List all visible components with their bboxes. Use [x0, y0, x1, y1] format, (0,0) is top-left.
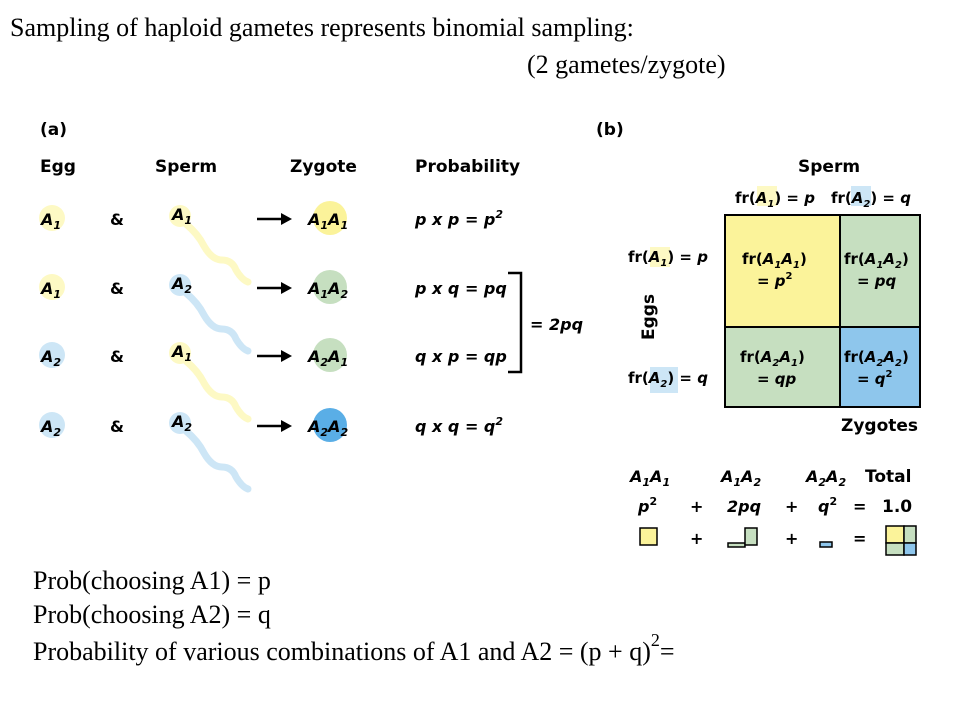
cell-a2a1: [724, 326, 841, 408]
note-prob-a2: Prob(choosing A2) = q: [33, 600, 271, 629]
plus-sign: +: [785, 529, 798, 548]
sperm-axis-title: Sperm: [798, 157, 860, 177]
cell-a1a1-value: = p2: [757, 271, 793, 290]
note-combinations: Probability of various combinations of A…: [33, 630, 675, 669]
square-pq-icon: [744, 527, 758, 546]
cell-a1a1: [724, 214, 841, 328]
sperm-allele-label: A2: [170, 274, 192, 296]
summary-genotype-a1a1: A1A1: [628, 467, 670, 489]
row-probability: p x q = pq: [414, 279, 507, 298]
arrowhead-icon: [281, 420, 292, 432]
highlight: [851, 186, 871, 206]
highlight: [650, 247, 670, 267]
note-exponent: 2: [650, 630, 660, 650]
total-square-icon: [885, 525, 917, 556]
panel-b-label: (b): [596, 120, 624, 140]
arrowhead-icon: [281, 350, 292, 362]
sperm-allele-label: A1: [170, 205, 192, 227]
sperm-freq-a2: fr(A2) = q: [831, 189, 911, 210]
bracket-label: = 2pq: [530, 315, 583, 334]
row-probability: p x p = p2: [414, 208, 503, 229]
summary-freq-2pq: 2pq: [727, 497, 761, 516]
summary-freq-q2: q2: [818, 495, 837, 516]
zygote-genotype: A1A2: [306, 279, 348, 301]
zygote-genotype: A2A2: [306, 417, 348, 439]
egg-gamete: [39, 342, 65, 368]
sperm-freq-a1: fr(A1) = p: [735, 189, 815, 210]
zygote: [313, 270, 347, 304]
ampersand: &: [110, 417, 124, 436]
sperm-column-header: Sperm: [155, 157, 217, 177]
arrowhead-icon: [281, 282, 292, 294]
sperm-allele-label: A2: [170, 412, 192, 434]
eggs-axis-title: Eggs: [639, 294, 659, 340]
summary-genotype-a2a2: A2A2: [804, 467, 846, 489]
slide-subtitle: (2 gametes/zygote): [527, 50, 726, 79]
zygote-genotype: A1A1: [306, 210, 348, 232]
plus-sign: +: [690, 497, 703, 516]
zygote: [313, 201, 347, 235]
zygote: [313, 408, 347, 442]
highlight: [757, 186, 777, 206]
bracket: [508, 271, 523, 374]
equals-sign: =: [853, 497, 866, 516]
arrowhead-icon: [281, 213, 292, 225]
cross-row: A1 & A2 A1A2 p x q = pq: [39, 270, 507, 355]
ampersand: &: [110, 279, 124, 298]
plus-sign: +: [690, 529, 703, 548]
cell-a1a2: [839, 214, 921, 328]
note-equals: =: [659, 637, 675, 666]
egg-freq-a2: fr(A2) = q: [628, 369, 708, 390]
cell-a2a2: [839, 326, 921, 408]
square-p2-icon: [639, 527, 658, 546]
cell-a2a2-value: = q2: [857, 369, 893, 388]
ampersand: &: [110, 210, 124, 229]
probability-column-header: Probability: [415, 157, 520, 177]
row-probability: q x p = qp: [415, 347, 507, 366]
note-prob-a1: Prob(choosing A1) = p: [33, 566, 271, 595]
plus-sign: +: [785, 497, 798, 516]
zygotes-axis-title: Zygotes: [841, 416, 918, 436]
square-qp-icon: [727, 542, 746, 548]
sperm-tail: [182, 357, 252, 423]
zygote: [313, 338, 347, 372]
zygote-column-header: Zygote: [290, 157, 357, 177]
cell-a1a2-label: fr(A1A2): [844, 250, 909, 271]
egg-gamete: [39, 412, 65, 438]
summary-freq-p2: p2: [637, 495, 657, 516]
summary-total-value: 1.0: [882, 497, 912, 517]
egg-freq-a1: fr(A1) = p: [628, 248, 708, 269]
square-q2-icon: [819, 541, 833, 548]
zygote-genotype: A2A1: [306, 347, 348, 369]
summary-total-label: Total: [865, 467, 911, 487]
slide-title: Sampling of haploid gametes represents b…: [10, 13, 634, 42]
cell-a2a1-label: fr(A2A1): [740, 348, 805, 369]
egg-column-header: Egg: [40, 157, 76, 177]
cross-row: A2 & A2 A2A2 q x q = q2: [39, 408, 503, 493]
row-probability: q x q = q2: [415, 415, 503, 436]
sperm-tail: [182, 427, 252, 493]
egg-gamete: [39, 274, 65, 300]
highlight: [650, 367, 678, 393]
summary-genotype-a1a2: A1A2: [719, 467, 761, 489]
panel-a-label: (a): [40, 120, 67, 140]
punnett-square: fr(A1A1) = p2 fr(A1A2) = pq fr(A2A1) = q…: [724, 214, 921, 408]
cell-a2a1-value: = qp: [757, 370, 797, 388]
sperm-allele-label: A1: [170, 342, 192, 364]
sperm-tail: [182, 220, 252, 286]
cell-a2a2-label: fr(A2A2): [844, 348, 909, 369]
egg-gamete: [39, 205, 65, 231]
note-combinations-text: Probability of various combinations of A…: [33, 637, 651, 666]
equals-sign: =: [853, 529, 866, 548]
ampersand: &: [110, 347, 124, 366]
cross-row: A2 & A1 A2A1 q x p = qp: [39, 338, 507, 423]
cell-a1a1-label: fr(A1A1): [742, 250, 807, 271]
sperm-tail: [182, 289, 252, 355]
cross-row: A1 & A1 A1A1 p x p = p2: [39, 201, 503, 286]
cell-a1a2-value: = pq: [857, 272, 897, 290]
